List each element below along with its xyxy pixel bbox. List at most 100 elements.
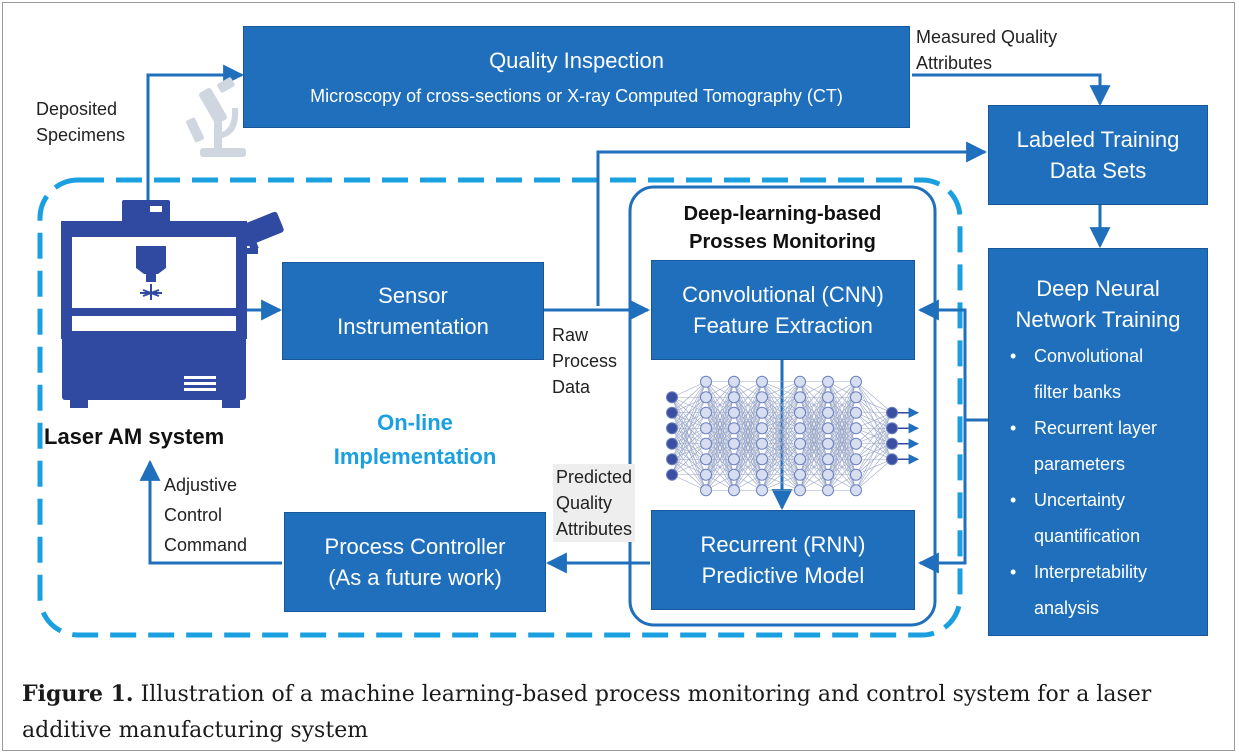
nn-node <box>700 453 712 466</box>
nn-node <box>794 375 806 388</box>
nn-node <box>850 375 862 388</box>
adjustive-label: Adjustive Control Command <box>164 475 248 555</box>
arrow-controller-to-laser <box>139 459 282 565</box>
nn-node <box>822 468 834 481</box>
nn-node <box>700 468 712 481</box>
nn-node <box>756 437 768 450</box>
nn-node <box>700 391 712 404</box>
controller-line1: Process Controller <box>324 534 506 559</box>
bullet-line: quantification <box>1034 526 1141 546</box>
rnn-line2: Predictive Model <box>701 563 865 588</box>
nn-node <box>756 391 768 404</box>
controller-box: Process Controller (As a future work) <box>284 512 546 612</box>
printer-icon <box>61 200 247 408</box>
nn-node <box>822 437 834 450</box>
bullet-line: filter banks <box>1034 382 1122 402</box>
deep-learning-label: Deep-learning-based Prosses Monitoring <box>683 203 882 253</box>
arrow-deposited <box>146 64 245 202</box>
dnn-title-line2: Network Training <box>1015 307 1181 332</box>
nn-node <box>822 453 834 466</box>
sensor-box: Sensor Instrumentation <box>282 262 544 360</box>
bullet-line: parameters <box>1034 454 1126 474</box>
bullet-line: Interpretability <box>1034 562 1148 582</box>
rnn-line1: Recurrent (RNN) <box>700 532 866 557</box>
arrow-measured <box>912 73 1111 107</box>
bullet-line: Uncertainty <box>1034 490 1126 510</box>
nn-node <box>666 422 678 435</box>
deep-learning-container <box>628 185 937 627</box>
labeled-training-line1: Labeled Training <box>1016 127 1180 152</box>
nn-node <box>666 437 678 450</box>
nn-node <box>700 375 712 388</box>
quality-inspection-subtitle: Microscopy of cross-sections or X-ray Co… <box>310 85 843 106</box>
nn-node <box>666 406 678 419</box>
nn-node <box>822 484 834 497</box>
nn-node <box>850 437 862 450</box>
bullet-item: • Interpretability analysis <box>1002 554 1232 626</box>
nn-node <box>728 453 740 466</box>
nn-node <box>728 468 740 481</box>
labeled-training-line2: Data Sets <box>1049 158 1147 183</box>
nn-node <box>700 484 712 497</box>
microscope-icon <box>186 77 246 157</box>
nn-node <box>850 391 862 404</box>
nn-node <box>886 437 898 450</box>
nn-node <box>700 437 712 450</box>
nn-node <box>822 422 834 435</box>
nn-node <box>850 468 862 481</box>
neural-network-icon <box>666 375 920 497</box>
nn-node <box>886 406 898 419</box>
raw-data-label: Raw Process Data <box>552 325 618 397</box>
online-label: On-line Implementation <box>333 410 497 469</box>
nn-node <box>850 453 862 466</box>
bullet-item: • Uncertainty quantification <box>1002 482 1232 554</box>
nn-node <box>794 453 806 466</box>
laser-am-label: Laser AM system <box>44 424 225 449</box>
labeled-training-box: Labeled Training Data Sets <box>988 105 1208 205</box>
controller-line2: (As a future work) <box>328 565 502 590</box>
bullet-line: Recurrent layer <box>1034 418 1158 438</box>
nn-node <box>728 437 740 450</box>
nn-node <box>700 422 712 435</box>
nn-node <box>850 484 862 497</box>
rnn-box: Recurrent (RNN) Predictive Model <box>651 510 915 610</box>
nn-node <box>794 391 806 404</box>
dnn-training-box: Deep Neural Network Training <box>988 248 1208 636</box>
figure-caption: Figure 1. Illustration of a machine lear… <box>22 676 1222 749</box>
nn-node <box>756 406 768 419</box>
nn-node <box>728 375 740 388</box>
nn-node <box>728 422 740 435</box>
cnn-line1: Convolutional (CNN) <box>682 282 884 307</box>
arrow-raw-to-labeled <box>596 141 988 306</box>
nn-node <box>794 484 806 497</box>
nn-node <box>794 406 806 419</box>
nn-node <box>756 422 768 435</box>
online-region-border <box>37 177 963 638</box>
nn-node <box>756 468 768 481</box>
nn-node <box>794 468 806 481</box>
nn-node <box>850 406 862 419</box>
nn-node <box>666 468 678 481</box>
sensor-line2: Instrumentation <box>337 314 489 339</box>
nn-node <box>794 437 806 450</box>
predicted-label: Predicted Quality Attributes <box>553 464 636 542</box>
bullet-item: • Convolutional filter banks <box>1002 338 1232 410</box>
quality-inspection-box: Quality Inspection Microscopy of cross-s… <box>243 26 910 128</box>
nn-node <box>850 422 862 435</box>
dnn-title-line1: Deep Neural <box>1036 276 1160 301</box>
nn-node <box>728 406 740 419</box>
dnn-bullet-list: • Convolutional filter banks • Recurrent… <box>1002 338 1232 626</box>
nn-node <box>666 391 678 404</box>
quality-inspection-title: Quality Inspection <box>489 47 664 73</box>
bullet-line: Convolutional <box>1034 346 1144 366</box>
nn-node <box>822 406 834 419</box>
nn-node <box>794 422 806 435</box>
deposited-label: Deposited Specimens <box>36 99 126 145</box>
nn-node <box>756 375 768 388</box>
caption-text: Illustration of a machine learning-based… <box>22 682 1152 743</box>
nn-node <box>756 453 768 466</box>
bullet-item: • Recurrent layer parameters <box>1002 410 1232 482</box>
measured-label: Measured Quality Attributes <box>916 27 1058 73</box>
